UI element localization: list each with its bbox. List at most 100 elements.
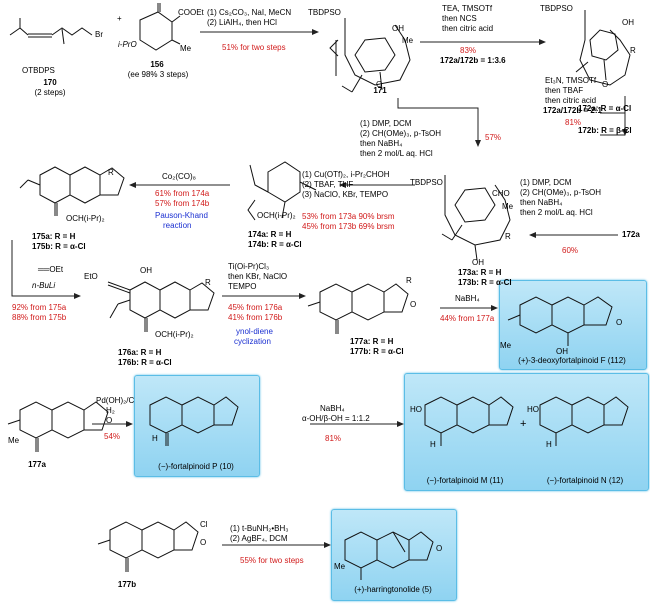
c170-label: 170 (43, 78, 57, 87)
structure-12 (539, 396, 629, 446)
p112-o: O (616, 318, 623, 327)
c171-label: 171 (373, 86, 387, 95)
c174-och: OCH(i-Pr)₂ (257, 211, 296, 220)
c172-r: R (630, 46, 636, 55)
p10-h: H (152, 434, 158, 443)
s10-reagent: NaBH₄ (455, 294, 480, 303)
c177b2-cl: Cl (200, 520, 208, 529)
c174b-label: 174b: R = α-Cl (248, 240, 302, 249)
s2-l3: then citric acid (442, 24, 494, 33)
c172-oh: OH (622, 18, 634, 27)
c172a-label: 172a: R = α-Cl (578, 104, 632, 113)
s13-l1: (1) t-BuNH₂•BH₃ (230, 524, 289, 533)
s9-l2: then KBr, NaClO (228, 272, 288, 281)
p112-oh: OH (556, 347, 568, 356)
c171-tbdpso: TBDPSO (308, 8, 341, 17)
c176a-label: 176a: R = H (118, 348, 162, 357)
structure-174 (247, 161, 317, 221)
c173-tbdpso: TBDPSO (410, 178, 443, 187)
s3-ratio: 172a/172b = 2:1 (543, 106, 602, 115)
c174a-label: 174a: R = H (248, 230, 292, 239)
s6-l2: (2) TBAF, THF (302, 180, 354, 189)
structure-171 (329, 18, 411, 93)
c176-och: OCH(i-Pr)₂ (155, 330, 194, 339)
s8-yield1: 92% from 175a (12, 303, 67, 312)
c177b-label: 177b: R = α-Cl (350, 347, 404, 356)
c156-cooet: COOEt (178, 8, 204, 17)
p112-me: Me (500, 341, 512, 350)
s7-yield2: 57% from 174b (155, 199, 210, 208)
c172b-label: 172b: R = β-Cl (578, 126, 632, 135)
s11-yield: 54% (104, 432, 121, 441)
s5-from: 172a (622, 230, 640, 239)
c173-oh: OH (472, 258, 484, 267)
c173b-label: 173b: R = α-Cl (458, 278, 512, 287)
s1-yield: 51% for two steps (222, 43, 286, 52)
s2-l1: TEA, TMSOTf (442, 4, 493, 13)
arrow-step4 (397, 98, 481, 147)
s7-yield1: 61% from 174a (155, 189, 210, 198)
c172-o: O (602, 80, 609, 89)
structure-176 (107, 281, 215, 332)
s4-l3: then NaBH₄ (360, 139, 403, 148)
s11-l2: H₂ (106, 406, 115, 415)
plus-156: + (117, 14, 122, 23)
s3-l1: Et₃N, TMSOTf (545, 76, 597, 85)
c171-me: Me (402, 36, 414, 45)
c177a2-o: O (106, 416, 113, 425)
s5-l2: (2) CH(OMe)₃, p-TsOH (520, 188, 602, 197)
s5-yield: 60% (562, 246, 579, 255)
c170-sub: (2 steps) (34, 88, 66, 97)
c176-oh: OH (140, 266, 152, 275)
structure-5 (344, 531, 434, 580)
c177b2-label: 177b (117, 580, 137, 589)
s4-l1: (1) DMP, DCM (360, 119, 412, 128)
c171-o: O (376, 80, 383, 89)
s4-yield: 57% (485, 133, 502, 142)
c172-tbdpso: TBDPSO (540, 4, 573, 13)
s1-l1: (1) Cs₂CO₃, NaI, MeCN (207, 8, 292, 17)
s6-yield1: 53% from 173a 90% brsm (302, 212, 395, 221)
structure-10 (149, 396, 239, 446)
p11-h: H (430, 440, 436, 449)
c175-r: R (108, 168, 114, 177)
s12-l1: NaBH₄ (320, 404, 345, 413)
s13-l2: (2) AgBF₄, DCM (230, 534, 288, 543)
s9-yield2: 41% from 176b (228, 313, 283, 322)
s5-l3: then NaBH₄ (520, 198, 563, 207)
c175b-label: 175b: R = α-Cl (32, 242, 86, 251)
structure-177b-2 (97, 521, 199, 572)
p10-name: (−)-fortalpinoid P (10) (158, 462, 234, 471)
c156-label: 156 (150, 60, 164, 69)
s11-l1: Pd(OH)₂/C (96, 396, 135, 405)
c173-me: Me (502, 202, 514, 211)
c175a-label: 175a: R = H (32, 232, 76, 241)
c156-me: Me (180, 44, 192, 53)
p11-ho: HO (410, 405, 422, 414)
s7-name2: reaction (163, 221, 192, 230)
c171-oh: OH (392, 24, 404, 33)
structure-170 (9, 18, 93, 45)
s8-yield2: 88% from 175b (12, 313, 67, 322)
highlight-box-112 (499, 280, 647, 370)
s13-yield: 55% for two steps (240, 556, 304, 565)
s9-l3: TEMPO (228, 282, 257, 291)
p12-ho: HO (527, 405, 539, 414)
s4-l4: then 2 mol/L aq. HCl (360, 149, 433, 158)
s2-l2: then NCS (442, 14, 477, 23)
c177-r: R (406, 276, 412, 285)
s9-yield1: 45% from 176a (228, 303, 283, 312)
s1-l2: (2) LiAlH₄, then HCl (207, 18, 277, 27)
structure-112 (507, 296, 613, 346)
c176-eto: EtO (84, 272, 98, 281)
s3-l2: then TBAF (545, 86, 584, 95)
s8-reagent1: ══OEt (38, 265, 64, 274)
p12-name: (−)-fortalpinoid N (12) (546, 476, 624, 485)
c156-ipro: i-PrO (118, 40, 137, 49)
p12-h: H (546, 440, 552, 449)
p5-me: Me (334, 562, 346, 571)
structure-173 (441, 175, 511, 261)
c170-otbdps: OTBDPS (22, 66, 55, 75)
s8-reagent2: n-BuLi (32, 281, 56, 290)
